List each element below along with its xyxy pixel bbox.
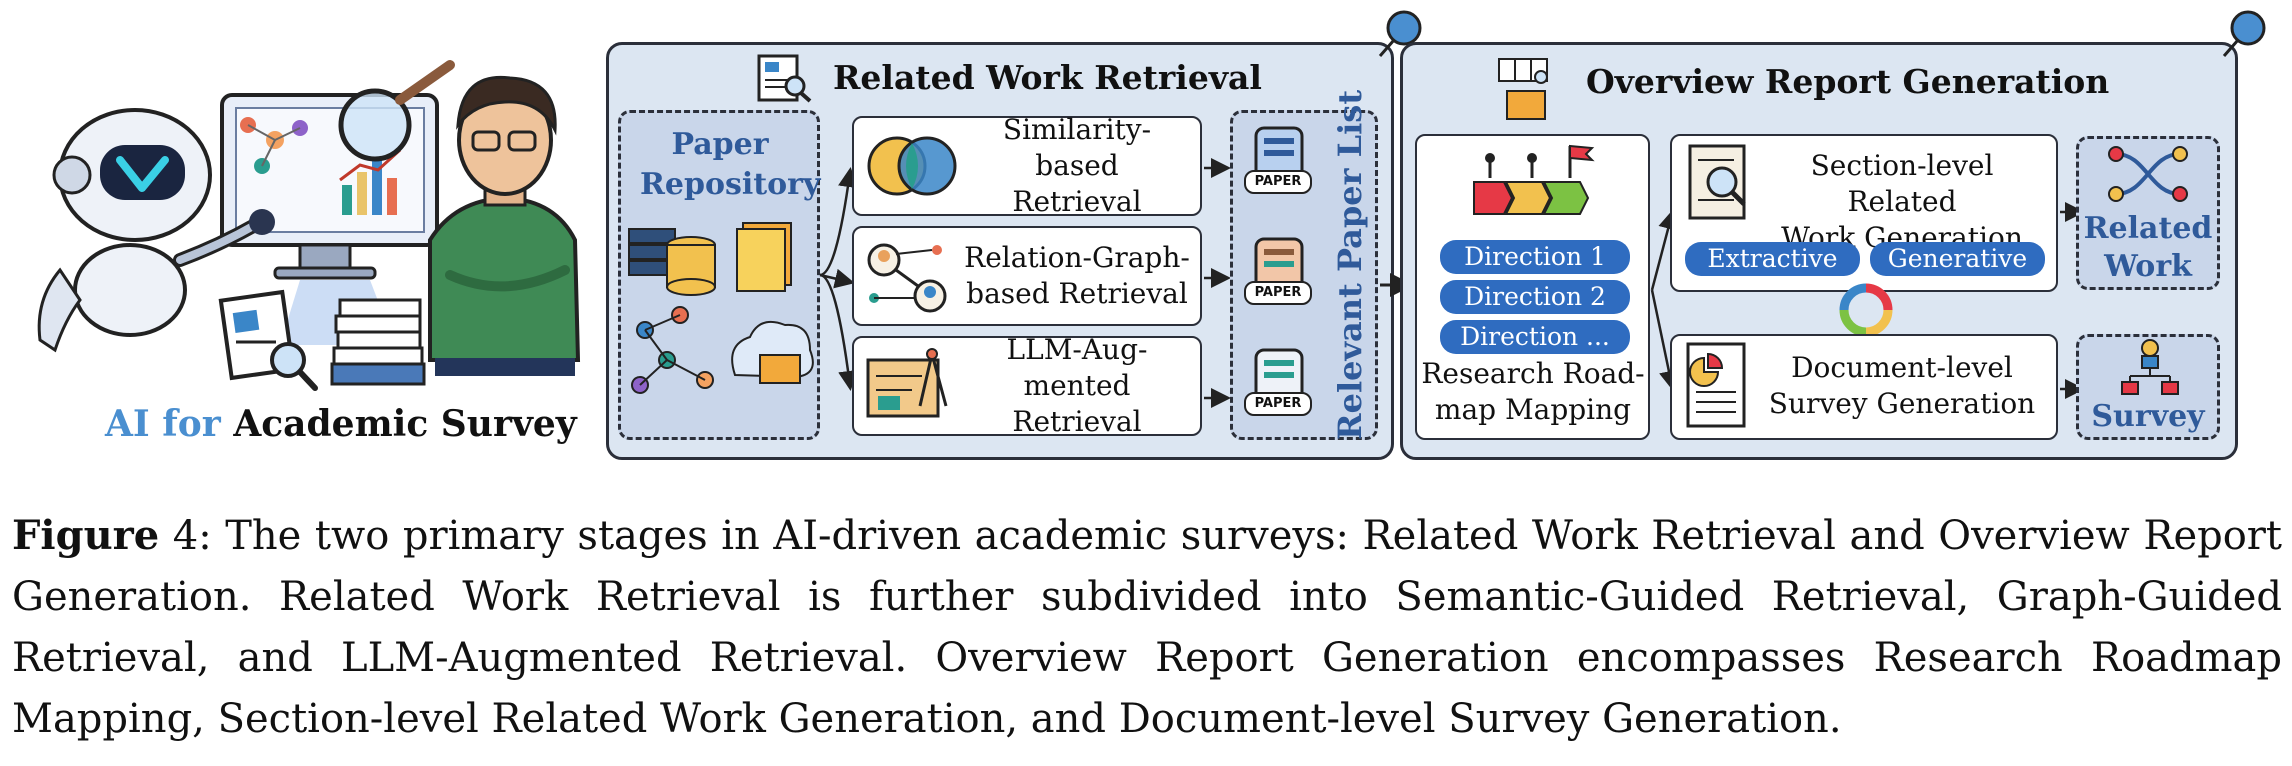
paper-icon-2: PAPER xyxy=(1242,235,1312,315)
documents-icon xyxy=(736,222,792,292)
hierarchy-icon xyxy=(2121,339,2179,395)
paper-badge-2: PAPER xyxy=(1244,281,1312,305)
similarity-retrieval-label: Similarity-based Retrieval xyxy=(962,112,1192,220)
academic-survey-text: Academic Survey xyxy=(233,403,577,445)
relation-graph-retrieval-label: Relation-Graph- based Retrieval xyxy=(962,240,1192,312)
pin-icon-2 xyxy=(2222,10,2266,57)
related-work-output-label: Related Work xyxy=(2078,210,2218,286)
related-work-link-icon xyxy=(2108,146,2188,202)
document-line2: Survey Generation xyxy=(1768,387,2036,420)
fanout-arrows xyxy=(819,167,859,391)
similarity-retrieval-box: Similarity-based Retrieval xyxy=(852,113,1202,218)
llm-augmented-line2: mented Retrieval xyxy=(1012,369,1142,438)
direction-pill-2: Direction 2 xyxy=(1440,280,1630,314)
llm-augmented-line1: LLM-Aug- xyxy=(1006,333,1148,366)
database-icon xyxy=(666,236,716,296)
extractive-pill: Extractive xyxy=(1685,242,1860,276)
similarity-line1: Similarity-based xyxy=(1002,113,1152,182)
magnifier-icon xyxy=(338,60,455,162)
repository-icons xyxy=(628,222,814,394)
venn-diagram-icon xyxy=(867,136,957,196)
document-line1: Document-level xyxy=(1791,351,2013,384)
section-line1: Section-level Related xyxy=(1810,149,1994,218)
document-level-label: Document-level Survey Generation xyxy=(1752,350,2052,422)
generative-pill: Generative xyxy=(1870,242,2045,276)
survey-output-label: Survey xyxy=(2091,399,2205,434)
section-level-label: Section-level Related Work Generation xyxy=(1752,148,2052,256)
llm-augmented-retrieval-label: LLM-Aug- mented Retrieval xyxy=(962,332,1192,440)
relevant-paper-list-label: Relevant Paper List xyxy=(1331,89,1369,440)
roadmap-label: Research Road- map Mapping xyxy=(1418,356,1648,428)
pin-icon-1 xyxy=(1378,10,1422,57)
figure-caption: Figure 4: The two primary stages in AI-d… xyxy=(12,505,2282,750)
related-work-output-box xyxy=(2076,136,2220,290)
paper-icon-1: PAPER xyxy=(1242,124,1312,204)
direction-pill-3: Direction ... xyxy=(1440,320,1630,354)
ai-for-academic-survey-label: AI for Academic Survey xyxy=(105,403,577,445)
ai-for-text: AI for xyxy=(105,403,221,445)
llm-augmented-retrieval-box: LLM-Aug- mented Retrieval xyxy=(852,333,1202,438)
relation-graph-icon xyxy=(867,243,947,313)
cloud-folder-icon xyxy=(731,321,814,384)
paper-icon-3: PAPER xyxy=(1242,346,1312,426)
robot-icon xyxy=(37,108,275,353)
roadmap-line1: Research Road- xyxy=(1421,357,1645,390)
related-work-line2: Work xyxy=(2104,249,2192,284)
search-documents-icon xyxy=(757,54,812,103)
direction-pill-1: Direction 1 xyxy=(1440,240,1630,274)
paper-badge-1: PAPER xyxy=(1244,170,1312,194)
method-to-paper-arrows xyxy=(1204,158,1231,408)
caption-label: Figure xyxy=(12,512,160,559)
relation-graph-retrieval-box: Relation-Graph- based Retrieval xyxy=(852,226,1202,326)
related-work-line1: Related xyxy=(2083,211,2213,246)
roadmap-fanout-arrows xyxy=(1650,209,1679,391)
report-folder-icon xyxy=(1498,58,1548,120)
document-magnifier-icon xyxy=(218,289,318,391)
roadmap-line2: map Mapping xyxy=(1434,393,1632,426)
paper-stack-icon xyxy=(330,298,426,386)
relation-graph-line2: based Retrieval xyxy=(966,277,1188,310)
server-icon xyxy=(628,228,676,276)
similarity-line2: Retrieval xyxy=(1012,185,1142,218)
caption-number: 4 xyxy=(172,513,199,559)
network-icon xyxy=(631,306,714,394)
blueprint-tools-icon xyxy=(866,348,948,418)
researcher-icon xyxy=(428,75,581,376)
ai-researcher-illustration xyxy=(37,60,581,391)
report-document-icon xyxy=(1686,342,1746,428)
caption-text: : The two primary stages in AI-driven ac… xyxy=(12,513,2283,742)
roadmap-arrows-icon xyxy=(1473,144,1595,215)
retrieval-title: Related Work Retrieval xyxy=(833,58,1262,97)
document-search-icon xyxy=(1688,144,1746,220)
paper-badge-3: PAPER xyxy=(1244,392,1312,416)
relation-graph-line1: Relation-Graph- xyxy=(964,241,1190,274)
overview-title: Overview Report Generation xyxy=(1586,62,2110,101)
paper-repository-label: Paper Repository xyxy=(640,127,821,202)
cycle-icon xyxy=(1839,283,1893,337)
